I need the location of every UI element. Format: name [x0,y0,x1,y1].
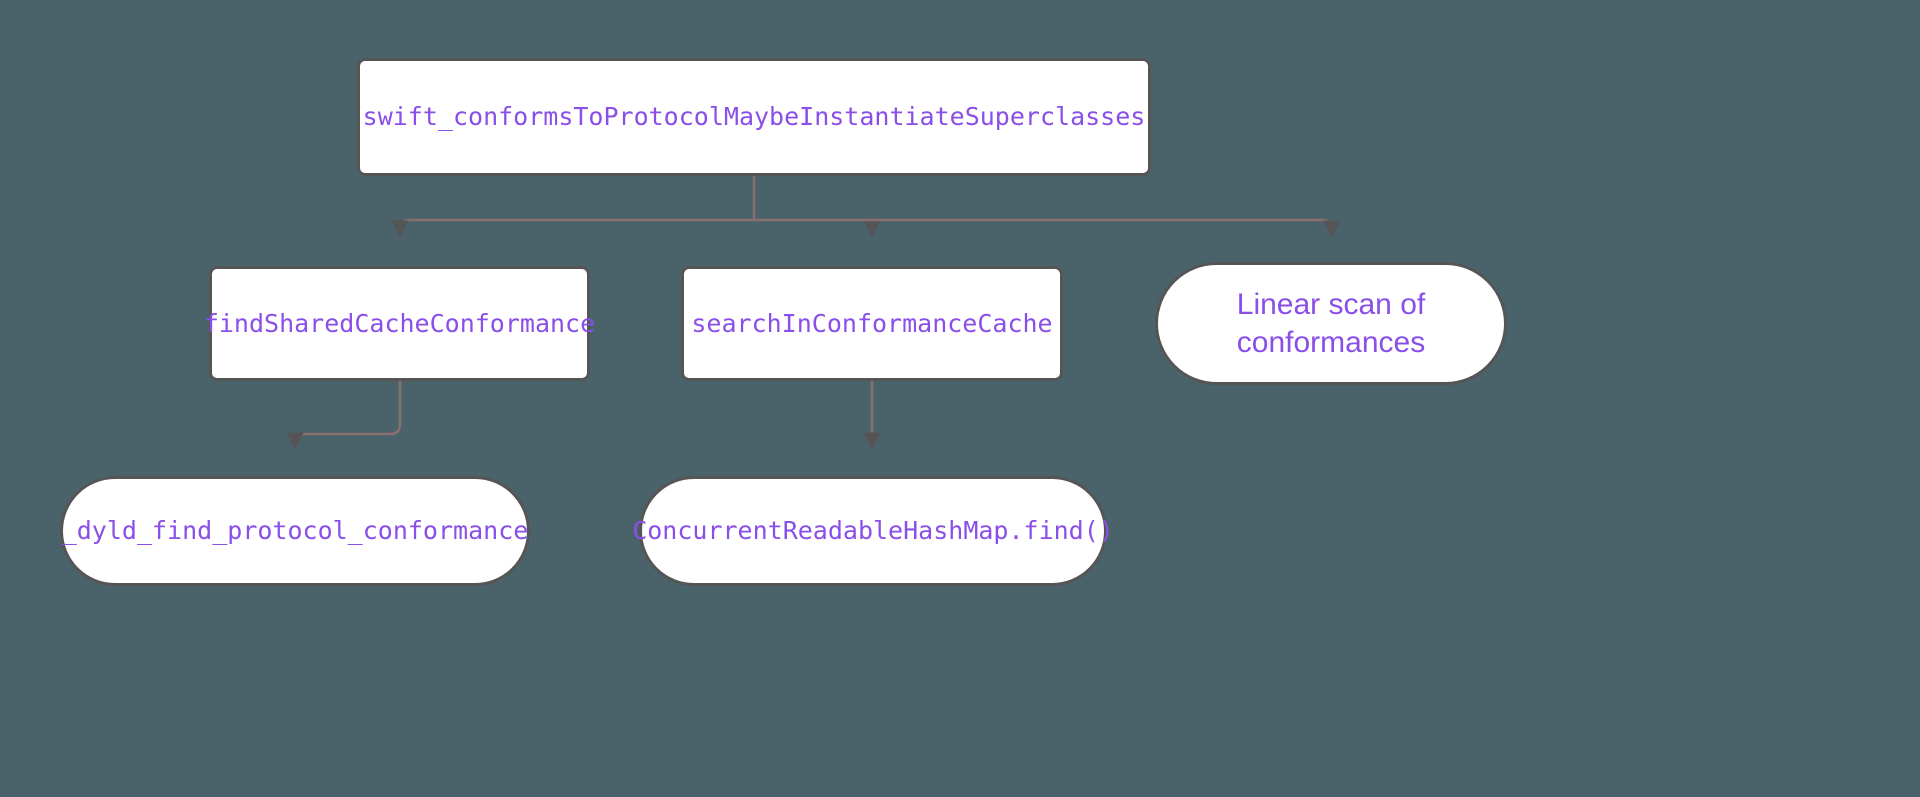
node-label: ConcurrentReadableHashMap.find() [632,516,1114,546]
node-linear-scan-of-conformances[interactable]: Linear scan of conformances [1155,262,1507,385]
node-dyld-find-protocol-conformance[interactable]: _dyld_find_protocol_conformance [60,476,530,586]
edge-bus-right [872,218,1341,238]
node-label: _dyld_find_protocol_conformance [61,516,529,546]
node-label: findSharedCacheConformance [203,308,596,338]
node-search-in-conformance-cache[interactable]: searchInConformanceCache [681,266,1063,381]
edge-bus-left [391,218,754,238]
edge-findshared-to-dyld [286,381,402,450]
node-concurrent-readable-hashmap-find[interactable]: ConcurrentReadableHashMap.find() [632,476,1114,586]
node-label: Linear scan of conformances [1236,288,1426,359]
node-label: swift_conformsToProtocolMaybeInstantiate… [362,102,1146,132]
node-find-shared-cache-conformance[interactable]: findSharedCacheConformance [204,266,595,381]
node-swift-conforms-to-protocol[interactable]: swift_conformsToProtocolMaybeInstantiate… [357,58,1151,176]
node-label: searchInConformanceCache [691,308,1053,338]
